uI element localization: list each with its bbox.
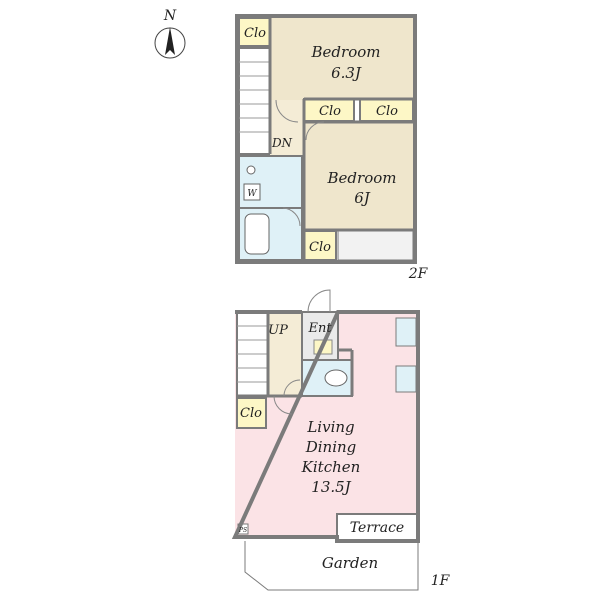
ldk-line2: Dining bbox=[305, 438, 357, 456]
floor-2: Clo Clo Clo Clo Bedroom 6.3J Bedroom 6J … bbox=[235, 14, 429, 282]
washer-box bbox=[243, 183, 261, 201]
garden-label: Garden bbox=[322, 554, 378, 572]
closet-2f-top-left bbox=[238, 17, 271, 47]
toilet-icon bbox=[324, 369, 348, 387]
closet-label-2f-2: Clo bbox=[319, 104, 341, 119]
kitchen-sink bbox=[395, 365, 417, 393]
floor2-walls bbox=[268, 18, 413, 260]
terrace-label: Terrace bbox=[350, 520, 404, 536]
stairs-2f-steps bbox=[239, 61, 270, 133]
bedroom-b-name: Bedroom bbox=[327, 169, 397, 187]
stairs-2f-label: DN bbox=[271, 136, 293, 150]
bedroom-b-size: 6J bbox=[354, 189, 371, 207]
floor1-doors bbox=[273, 289, 331, 415]
bedroom-b-area bbox=[304, 123, 413, 229]
bedroom-a-size: 6.3J bbox=[331, 64, 362, 82]
floor1-label: 1F bbox=[431, 573, 451, 589]
washer-label: W bbox=[247, 189, 257, 199]
floor2-label: 2F bbox=[408, 266, 429, 282]
closet-1f bbox=[236, 397, 267, 429]
ldk-size: 13.5J bbox=[311, 478, 351, 496]
closet-label-2f-1: Clo bbox=[244, 26, 266, 41]
stairs-1f-label: UP bbox=[268, 323, 288, 338]
ldk-line1: Living bbox=[306, 418, 354, 436]
balcony-2f bbox=[337, 230, 414, 261]
north-arrow-icon bbox=[165, 27, 175, 55]
floor1-walls bbox=[237, 312, 354, 398]
terrace bbox=[336, 513, 418, 542]
closet-label-2f-4: Clo bbox=[309, 240, 331, 255]
closet-2f-bottom bbox=[303, 230, 337, 261]
stairs-2f bbox=[238, 47, 271, 155]
hall-1f bbox=[267, 311, 303, 397]
ldk-line3: Kitchen bbox=[301, 458, 361, 476]
kitchen-stove bbox=[395, 317, 417, 347]
bedroom-a-name: Bedroom bbox=[311, 43, 381, 61]
ps-label: PS bbox=[238, 527, 247, 534]
floor2-doors bbox=[275, 99, 325, 227]
compass: N bbox=[154, 8, 186, 59]
closet-label-2f-3: Clo bbox=[376, 104, 398, 119]
closet-1f-label: Clo bbox=[240, 406, 262, 421]
garden-outline bbox=[244, 541, 419, 591]
bathtub-icon bbox=[244, 213, 270, 255]
entrance-label: Ent bbox=[307, 321, 332, 336]
stairs-1f-steps bbox=[237, 325, 268, 383]
compass-label: N bbox=[163, 8, 177, 24]
bedroom-a-area bbox=[270, 18, 413, 100]
sink-icon bbox=[246, 165, 256, 175]
hall-2f bbox=[270, 100, 304, 156]
floor-1: UP Ent Clo Living Dining Kitchen 13.5J T… bbox=[231, 289, 451, 591]
